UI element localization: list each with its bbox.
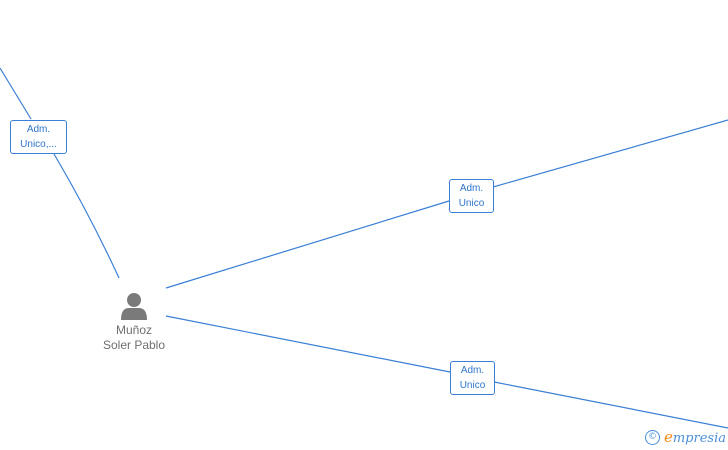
relation-label-upper-right[interactable]: Adm. Unico [449,179,494,213]
relation-label-lower-right[interactable]: Adm. Unico [450,361,495,395]
relation-label-top-left[interactable]: Adm. Unico,... [10,120,67,154]
copyright-icon: © [644,429,660,445]
person-name: Muñoz Soler Pablo [102,323,166,352]
person-node[interactable]: Muñoz Soler Pablo [92,292,176,353]
edge-upper-right [165,119,728,289]
brand-watermark: © empresia [644,428,726,446]
brand-logo: empresia [663,428,726,446]
edge-top-left [0,67,120,279]
edge-lower-right [165,315,728,429]
person-icon [121,293,147,320]
